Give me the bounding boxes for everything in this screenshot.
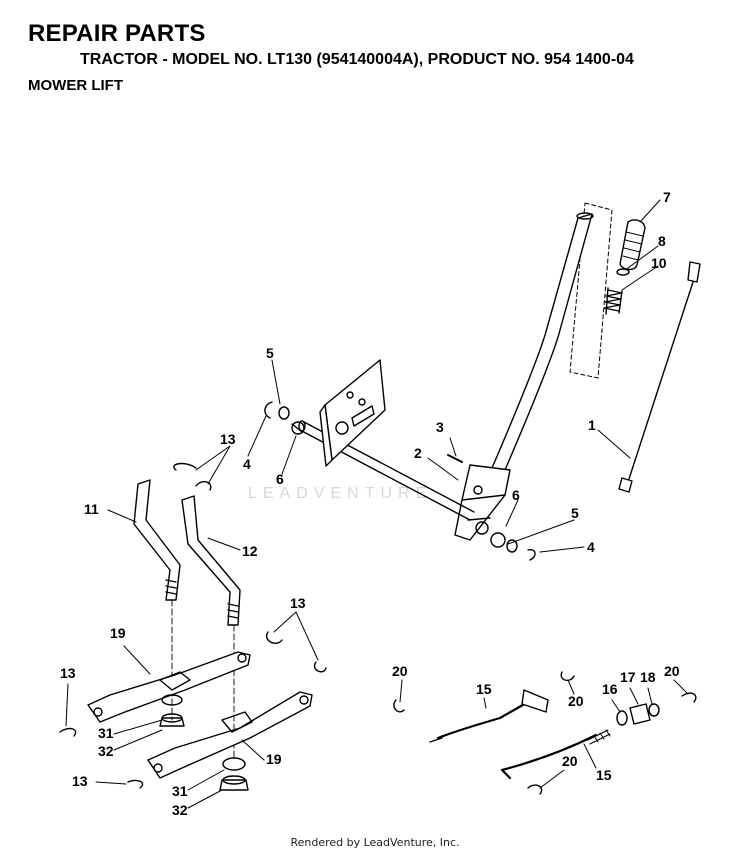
- callout-13d: 13: [72, 773, 88, 789]
- model-subtitle: TRACTOR - MODEL NO. LT130 (954140004A), …: [80, 51, 634, 68]
- callout-7: 7: [663, 189, 671, 205]
- handle-grip-assembly: [569, 202, 646, 379]
- trunnion-hardware: [616, 703, 660, 726]
- callout-15a: 15: [476, 681, 492, 697]
- hairpin-clip-20-left: [393, 699, 405, 713]
- callout-5b: 5: [571, 505, 579, 521]
- leader-lines: [65, 199, 689, 809]
- callout-32b: 32: [172, 802, 188, 818]
- mount-plate: [319, 359, 386, 467]
- callout-20a: 20: [392, 663, 408, 679]
- page-title: REPAIR PARTS: [28, 20, 206, 47]
- callout-8: 8: [658, 233, 666, 249]
- callout-1: 1: [588, 417, 596, 433]
- callout-13a: 13: [220, 431, 236, 447]
- lift-arm-upper: [87, 651, 251, 723]
- spacer-nut-lower: [219, 757, 249, 791]
- callout-13c: 13: [60, 665, 76, 681]
- hairpin-clips-top: [173, 462, 212, 491]
- callout-20b: 20: [568, 693, 584, 709]
- spacer-nut-upper: [159, 694, 185, 727]
- callout-12: 12: [242, 543, 258, 559]
- hairpin-clip-20-right: [681, 692, 697, 703]
- callout-6a: 6: [276, 471, 284, 487]
- right-bushing-hardware: [475, 521, 536, 561]
- callout-31b: 31: [172, 783, 188, 799]
- callout-31a: 31: [98, 725, 114, 741]
- section-title: MOWER LIFT: [28, 77, 123, 94]
- watermark-text: LEADVENTURE: [248, 485, 432, 502]
- callout-2: 2: [414, 445, 422, 461]
- callout-20d: 20: [562, 753, 578, 769]
- callout-6b: 6: [512, 487, 520, 503]
- lift-arm-lower: [147, 691, 313, 779]
- callout-5a: 5: [266, 345, 274, 361]
- hairpin-clips-right: [265, 631, 327, 673]
- callout-32a: 32: [98, 743, 114, 759]
- callout-16: 16: [602, 681, 618, 697]
- callout-18: 18: [640, 669, 656, 685]
- cotter-pin: [447, 454, 463, 463]
- callout-4a: 4: [243, 456, 251, 472]
- callout-20c: 20: [664, 663, 680, 679]
- callout-3: 3: [436, 419, 444, 435]
- callout-4b: 4: [587, 539, 595, 555]
- lift-link-rod: [618, 261, 701, 493]
- lift-rod-upper: [429, 671, 575, 743]
- lift-link-11: [133, 479, 181, 601]
- lift-handle: [454, 212, 594, 541]
- callout-17: 17: [620, 669, 636, 685]
- lift-link-12: [181, 495, 241, 626]
- footer-credit: Rendered by LeadVenture, Inc.: [290, 836, 460, 849]
- callout-11: 11: [84, 501, 99, 517]
- callout-13b: 13: [290, 595, 306, 611]
- callout-10: 10: [651, 255, 667, 271]
- callout-19b: 19: [266, 751, 282, 767]
- callout-15b: 15: [596, 767, 612, 783]
- hairpin-clip-bottom: [127, 779, 144, 789]
- callout-19a: 19: [110, 625, 126, 641]
- hairpin-clip-left: [59, 727, 77, 737]
- lift-rod-lower: [500, 729, 611, 795]
- left-bushing-hardware: [264, 401, 305, 435]
